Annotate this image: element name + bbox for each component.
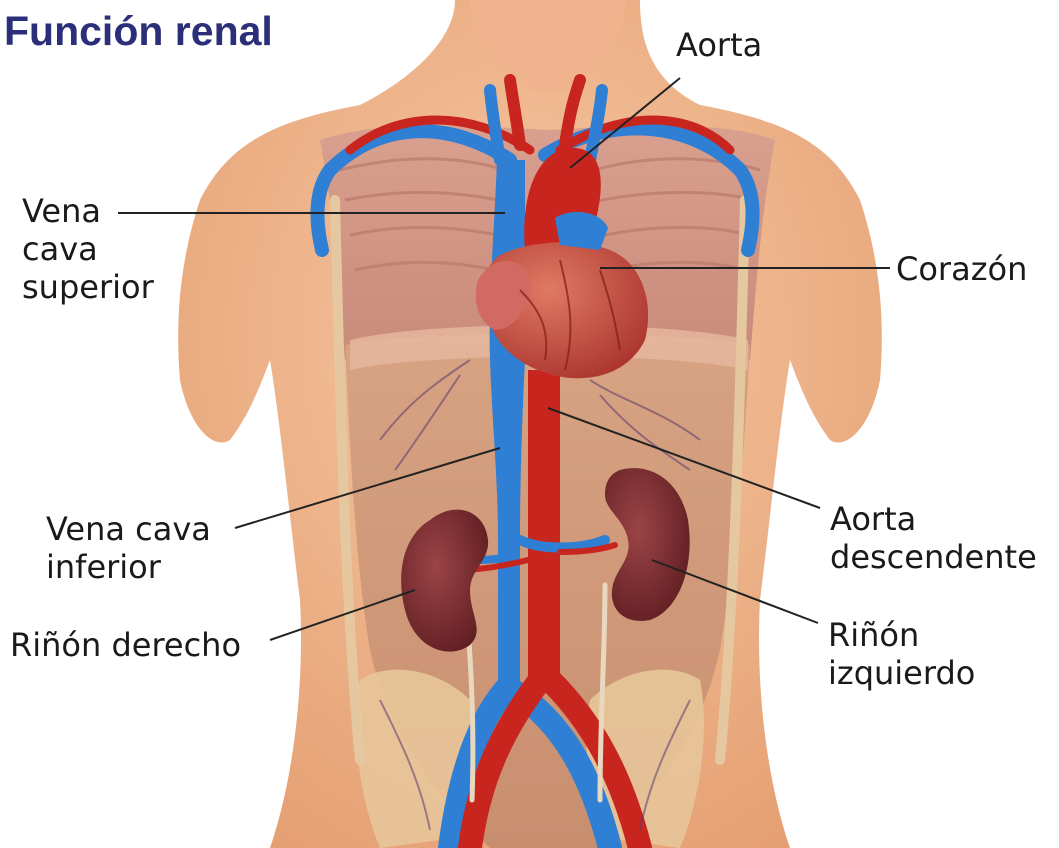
label-vena-cava-inferior: Vena cava inferior xyxy=(46,510,211,586)
label-vena-cava-superior-line-3: superior xyxy=(22,268,154,306)
label-vena-cava-inferior-line-1: Vena cava xyxy=(46,510,211,548)
label-aorta: Aorta xyxy=(676,26,762,64)
label-rinon-izquierdo: Riñón izquierdo xyxy=(828,616,975,692)
label-aorta-descendente: Aorta descendente xyxy=(830,500,1037,576)
label-aorta-descendente-line-2: descendente xyxy=(830,538,1037,576)
label-vena-cava-superior: Vena cava superior xyxy=(22,192,154,306)
label-aorta-text: Aorta xyxy=(676,26,762,64)
label-rinon-izquierdo-line-1: Riñón xyxy=(828,616,975,654)
label-aorta-descendente-line-1: Aorta xyxy=(830,500,1037,538)
page-title: Función renal xyxy=(4,8,273,55)
label-vena-cava-superior-line-2: cava xyxy=(22,230,154,268)
label-corazon-text: Corazón xyxy=(896,250,1027,288)
descending-aorta xyxy=(528,370,560,690)
label-corazon: Corazón xyxy=(896,250,1027,288)
label-rinon-derecho: Riñón derecho xyxy=(10,626,241,664)
label-rinon-derecho-text: Riñón derecho xyxy=(10,626,241,664)
label-vena-cava-superior-line-1: Vena xyxy=(22,192,154,230)
label-rinon-izquierdo-line-2: izquierdo xyxy=(828,654,975,692)
label-vena-cava-inferior-line-2: inferior xyxy=(46,548,211,586)
